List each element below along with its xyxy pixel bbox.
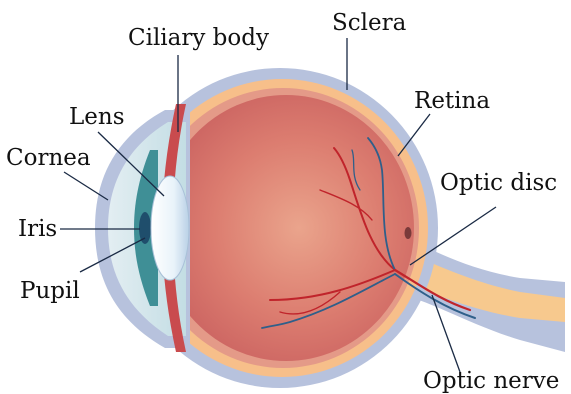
- label-cornea: Cornea: [6, 145, 91, 171]
- label-sclera: Sclera: [332, 10, 407, 36]
- label-optic-nerve: Optic nerve: [423, 368, 559, 394]
- label-ciliary-body: Ciliary body: [128, 25, 269, 51]
- label-optic-disc: Optic disc: [440, 170, 557, 196]
- lens: [151, 176, 189, 280]
- label-pupil: Pupil: [20, 278, 80, 304]
- macula-spot: [405, 227, 412, 239]
- pupil: [139, 212, 151, 244]
- label-lens: Lens: [69, 104, 125, 130]
- label-retina: Retina: [414, 88, 490, 114]
- vitreous-body: [158, 95, 414, 361]
- label-iris: Iris: [18, 216, 57, 242]
